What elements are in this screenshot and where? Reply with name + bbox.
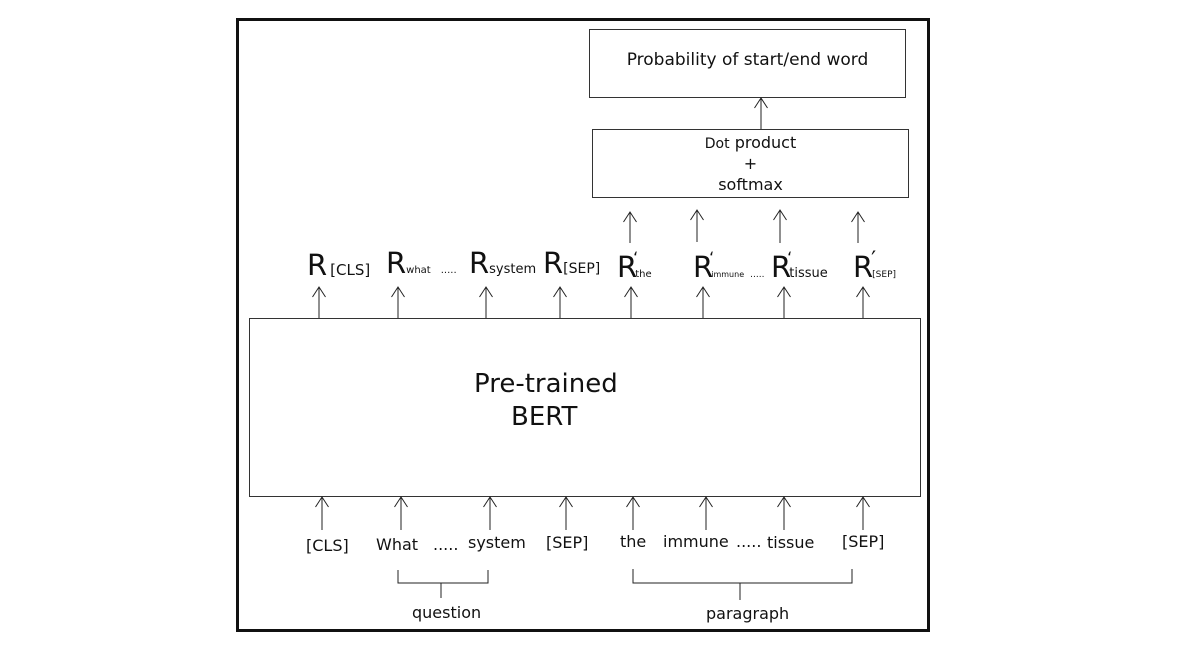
prime-mark: ‘ xyxy=(633,248,639,267)
r-subscript: the xyxy=(635,269,652,280)
ellipsis: ..... xyxy=(750,270,765,280)
r-symbol: R xyxy=(693,250,714,284)
input-token-sep: [SEP] xyxy=(546,533,589,552)
r-symbol: R xyxy=(307,248,328,282)
r-symbol: R xyxy=(771,250,792,284)
r-subscript: immune xyxy=(711,270,745,279)
softmax-label: softmax xyxy=(718,175,783,194)
probability-box: Probability of start/end word xyxy=(589,29,906,98)
prime-mark: ‘ xyxy=(709,248,715,267)
dot-label: Dot xyxy=(704,136,730,152)
r-symbol: R xyxy=(853,250,874,284)
ellipsis: ..... xyxy=(440,265,457,276)
output-r-system: Rsystem xyxy=(469,246,536,280)
output-r-cls: R[CLS] xyxy=(307,248,370,282)
dot-product-softmax-box: Dot product + softmax xyxy=(592,129,909,198)
input-token-the: the xyxy=(620,532,647,551)
input-token-what: What xyxy=(376,535,419,554)
r-symbol: R xyxy=(469,246,490,280)
probability-label: Probability of start/end word xyxy=(626,50,869,70)
input-token-cls: [CLS] xyxy=(306,536,349,555)
r-subscript: tissue xyxy=(789,266,828,281)
bert-title-line1: Pre-trained xyxy=(474,369,618,399)
input-token-sep2: [SEP] xyxy=(842,532,885,551)
question-label: question xyxy=(412,603,482,622)
paragraph-label: paragraph xyxy=(706,604,790,623)
output-r-sep: R[SEP] xyxy=(543,246,600,280)
input-token-immune: immune xyxy=(663,532,729,551)
diagram-frame xyxy=(236,18,930,632)
plus-label: + xyxy=(743,154,758,173)
paragraph-bracket xyxy=(632,569,853,584)
prime-mark: ‘ xyxy=(787,248,793,267)
output-r-prime-immune: R‘ immune..... xyxy=(693,248,764,284)
r-subscript: [SEP] xyxy=(563,261,601,277)
input-token-system: system xyxy=(468,533,526,552)
r-symbol: R xyxy=(543,246,564,280)
r-subscript: [CLS] xyxy=(330,261,371,279)
r-symbol: R xyxy=(617,250,638,284)
input-ellipsis-paragraph: ..... xyxy=(736,532,762,551)
product-label: product xyxy=(729,133,797,152)
input-ellipsis-question: ..... xyxy=(433,535,459,554)
output-r-prime-sep: R′[SEP] xyxy=(853,248,896,284)
question-bracket xyxy=(397,570,489,584)
r-subscript: what xyxy=(406,265,431,276)
input-token-tissue: tissue xyxy=(767,533,815,552)
dot-product-label: Dot product xyxy=(593,133,908,152)
r-subscript: [SEP] xyxy=(872,270,897,280)
output-r-what: Rwhat..... xyxy=(386,246,457,280)
bert-title-line2: BERT xyxy=(511,402,578,432)
output-r-prime-tissue: R‘tissue xyxy=(771,248,828,284)
bert-box: Pre-trained BERT xyxy=(249,318,921,497)
r-symbol: R xyxy=(386,246,407,280)
output-r-prime-the: R‘ the xyxy=(617,248,652,284)
r-subscript: system xyxy=(489,262,537,277)
prime-mark: ′ xyxy=(871,248,877,273)
